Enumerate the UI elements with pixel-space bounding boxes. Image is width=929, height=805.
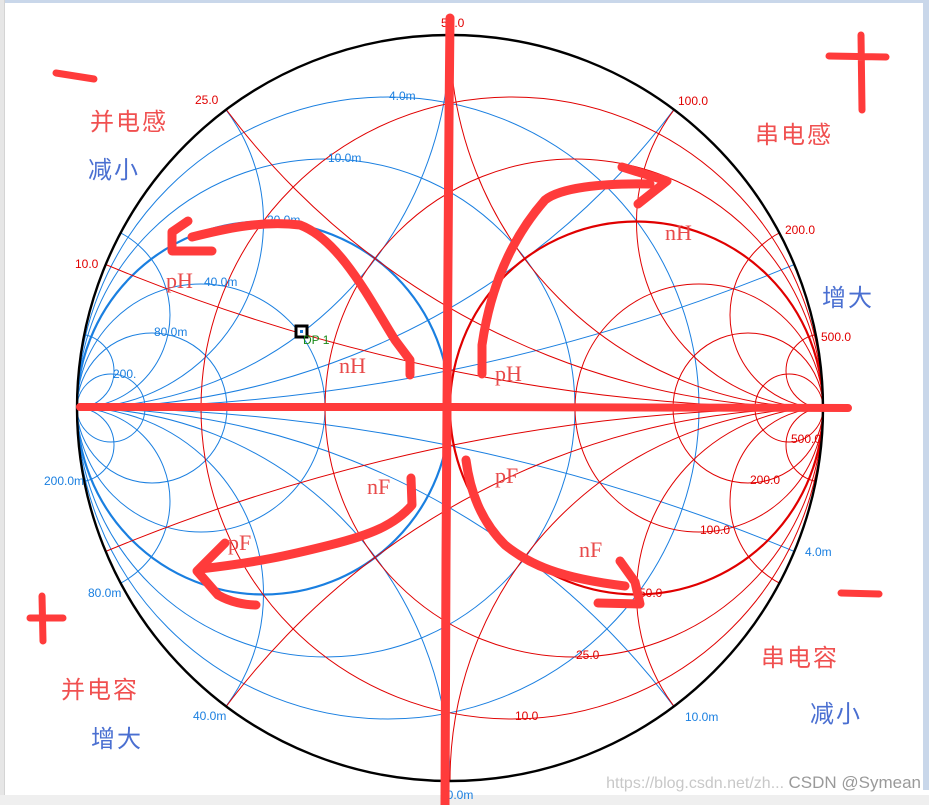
label-g-4m: 4.0m [389, 89, 416, 103]
annotation-series-capacitor-direction: 减小 [810, 700, 862, 728]
window-left-border [0, 0, 5, 805]
watermark-brand: CSDN @Symean [788, 773, 921, 792]
marker-label: DP 1 [303, 333, 330, 347]
annotation-series-inductor-direction: 增大 [822, 284, 874, 312]
label-g-200: 200. [113, 367, 136, 381]
annotation-shunt-inductor: 并电感 [90, 108, 168, 136]
label-b-10: 10.0 [515, 709, 539, 723]
label-b-200m: 200.0m [44, 474, 84, 488]
label-b-40m: 40.0m [193, 709, 226, 723]
label-g-40m: 40.0m [204, 275, 237, 289]
annotation-series-inductor: 串电感 [755, 121, 833, 149]
horizontal-axis-stroke [76, 403, 852, 412]
label-g-80m: 80.0m [154, 325, 187, 339]
window-bottom-border [0, 795, 929, 805]
label-b-80m: 80.0m [88, 586, 121, 600]
annotation-shunt-capacitor: 并电容 [61, 676, 139, 704]
label-b-200: 200.0 [750, 473, 780, 487]
unit-label-nf-left: nF [367, 474, 391, 499]
label-b-10m: 10.0m [685, 710, 718, 724]
minus-sign-bottom-right-icon [837, 589, 883, 598]
label-x-200: 200.0 [785, 223, 815, 237]
label-r-100: 100.0 [678, 94, 708, 108]
plus-sign-top-right-icon [825, 31, 890, 114]
window-top-border [0, 0, 929, 3]
label-b-100: 100.0 [700, 523, 730, 537]
label-r-25: 25.0 [195, 93, 219, 107]
arrow-shunt-inductor [187, 219, 415, 380]
arrow-shunt-capacitor [195, 473, 417, 574]
label-x-500-bottom: 500.0 [791, 432, 821, 446]
unit-label-nh-left: nH [339, 353, 366, 378]
watermark: https://blog.csdn.net/zh... CSDN @Symean [606, 773, 921, 793]
label-b-50: 50.0 [639, 586, 663, 600]
unit-label-pf-right: pF [495, 463, 519, 488]
unit-label-ph-right: pH [495, 361, 522, 386]
unit-label-pf-left: pF [228, 530, 252, 555]
label-b-4m: 4.0m [805, 545, 832, 559]
label-x-500-top: 500.0 [821, 330, 851, 344]
label-g-10m: 10.0m [328, 151, 361, 165]
unit-label-nh-right: nH [665, 220, 692, 245]
label-b-25: 25.0 [576, 648, 600, 662]
arrow-series-inductor [477, 179, 655, 379]
watermark-url: https://blog.csdn.net/zh... [606, 775, 785, 792]
plus-sign-bottom-left-icon [26, 592, 67, 645]
vertical-axis-stroke [440, 13, 455, 805]
marker-dp1[interactable]: DP 1 [294, 324, 330, 347]
minus-sign-top-left-icon [52, 69, 98, 83]
annotation-shunt-inductor-direction: 减小 [88, 156, 140, 184]
hand-annotations [26, 13, 890, 805]
unit-label-nf-right: nF [579, 537, 603, 562]
annotation-shunt-capacitor-direction: 增大 [91, 725, 143, 753]
annotation-series-capacitor: 串电容 [761, 644, 839, 672]
unit-label-ph-left: pH [166, 268, 193, 293]
window-right-border [923, 0, 929, 790]
arrow-series-capacitor [461, 455, 630, 591]
label-x-10: 10.0 [75, 257, 99, 271]
